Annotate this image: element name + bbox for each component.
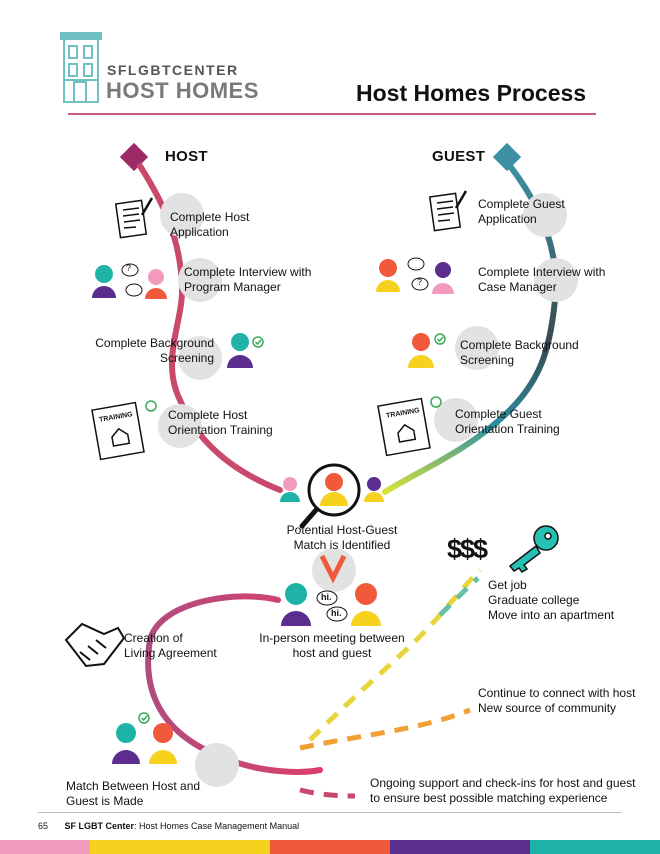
logo-house-icon <box>60 32 102 103</box>
key-icon <box>508 525 559 573</box>
screening-person-icon <box>227 333 264 368</box>
outcome-dashed-paths <box>299 568 482 799</box>
interview-people-icon <box>376 257 454 294</box>
host-step-interview: Complete Interview with Program Manager <box>184 265 312 294</box>
meeting-people-icon <box>281 583 381 626</box>
guest-column-heading: GUEST <box>432 148 486 165</box>
host-step-training: Complete Host Orientation Training <box>168 408 273 437</box>
footer-stripe-purple <box>390 840 530 854</box>
footer-stripe-teal <box>530 840 660 854</box>
guest-step-screening: Complete Background Screening <box>460 338 579 367</box>
footer: 65 SF LGBT Center: Host Homes Case Manag… <box>38 821 299 831</box>
money-icon: $$$ <box>447 534 488 564</box>
connector-chevron <box>319 554 347 584</box>
page-number: 65 <box>38 821 49 831</box>
footer-org: SF LGBT Center <box>64 821 135 831</box>
speech-hi-1: hi. <box>321 592 332 602</box>
host-step-screening: Complete Background Screening <box>95 336 214 365</box>
speech-hi-2: hi. <box>331 608 342 618</box>
host-question-mark: ? <box>126 263 132 273</box>
footer-stripe-orange <box>270 840 390 854</box>
handshake-icon <box>64 622 126 668</box>
interview-people-icon <box>92 263 167 299</box>
page-title: Host Homes Process <box>356 80 587 106</box>
screening-person-icon <box>408 333 446 368</box>
host-step-application: Complete Host Application <box>170 210 250 239</box>
meeting-label: In-person meeting between host and guest <box>259 631 405 660</box>
community-label: Continue to connect with host New source… <box>478 686 636 715</box>
footer-manual-title: : Host Homes Case Management Manual <box>134 821 300 831</box>
guest-step-training: Complete Guest Orientation Training <box>455 407 560 436</box>
agreement-label: Creation of Living Agreement <box>124 631 217 660</box>
step-circles <box>158 193 578 787</box>
title-rule <box>68 113 596 115</box>
document-icon <box>114 197 154 239</box>
magnifier-match-icon <box>280 463 384 529</box>
match-identified-label: Potential Host-Guest Match is Identified <box>286 523 398 552</box>
footer-stripe-yellow <box>90 840 270 854</box>
match-made-people-icon <box>112 712 177 764</box>
logo-wordmark-bottom: HOST HOMES <box>106 78 259 103</box>
match-path <box>145 593 323 775</box>
training-book-icon <box>91 400 157 461</box>
guest-step-interview: Complete Interview with Case Manager <box>478 265 606 294</box>
training-book-icon <box>377 396 442 457</box>
goals-label: Get job Graduate college Move into an ap… <box>488 578 615 622</box>
logo-wordmark-top: SFLGBTCENTER <box>107 62 239 78</box>
guest-question-mark: ? <box>417 277 423 287</box>
match-made-label: Match Between Host and Guest is Made <box>66 779 201 808</box>
guest-step-application: Complete Guest Application <box>478 197 565 226</box>
ongoing-support-label: Ongoing support and check-ins for host a… <box>370 776 636 805</box>
footer-rule <box>38 812 622 813</box>
document-icon <box>428 190 468 232</box>
footer-stripe-pink <box>0 840 90 854</box>
host-column-heading: HOST <box>165 148 208 165</box>
